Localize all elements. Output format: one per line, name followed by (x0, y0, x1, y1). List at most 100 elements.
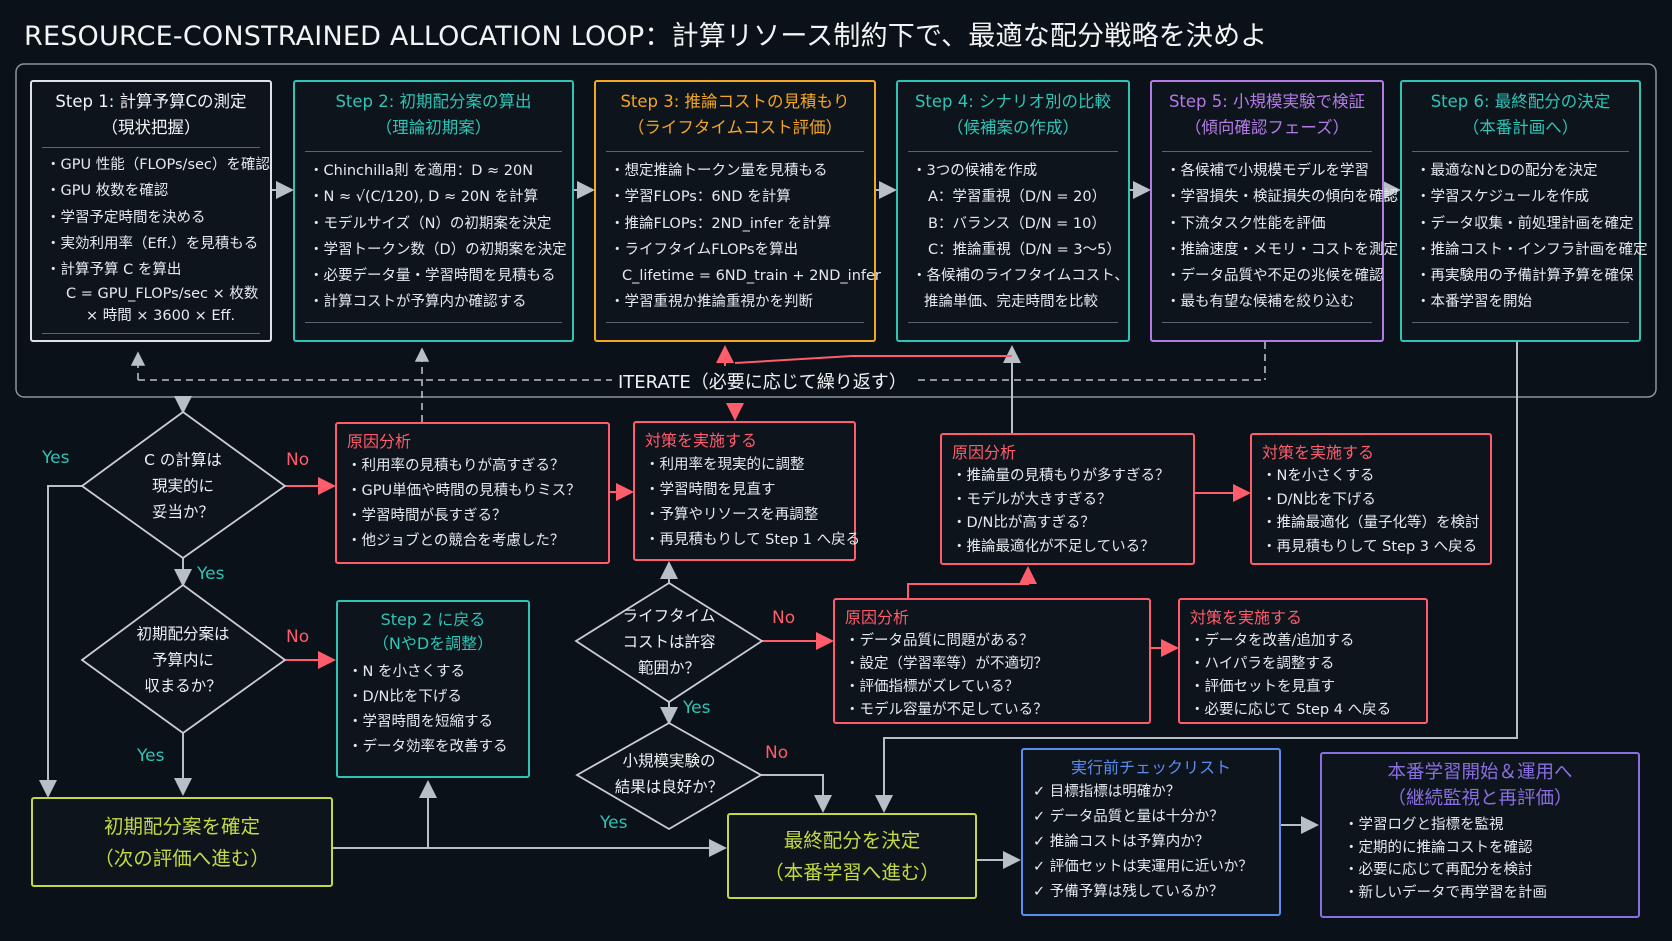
cause-item: ・D/N比が高すぎる？ (952, 515, 1095, 531)
step-2-box: Step 2: 初期配分案の算出 （理論初期案） ・Chinchilla則 を適… (293, 80, 574, 342)
step-1-title: Step 1: 計算予算Cの測定 (55, 92, 247, 111)
step-5-box: Step 5: 小規模実験で検証 （傾向確認フェーズ） ・各候補で小規模モデルを… (1150, 80, 1398, 342)
checklist-item: ✓ 推論コストは予算内か？ (1033, 834, 1210, 850)
step-6-subtitle: （本番計画へ） (1462, 118, 1579, 137)
cause-analysis-3: 原因分析 ・データ品質に問題がある？ ・設定（学習率等）が不適切？ ・評価指標が… (833, 598, 1151, 724)
checklist-item: ✓ 目標指標は明確か？ (1033, 784, 1181, 800)
cause-item: ・利用率の見積もりが高すぎる？ (347, 458, 565, 474)
cause-item: ・評価指標がズレている？ (845, 679, 1019, 695)
step-3-item: ・学習重視か推論重視かを判断 (610, 294, 813, 311)
action-2: 対策を実施する ・Nを小さくする ・D/N比を下げる ・推論最適化（量子化等）を… (1250, 433, 1492, 565)
step-3-title: Step 3: 推論コストの見積もり (620, 92, 850, 111)
step-6-item: ・学習スケジュールを作成 (1416, 189, 1589, 206)
no-label: No (286, 627, 310, 647)
action-item: ・再見積もりして Step 3 へ戻る (1262, 538, 1478, 555)
step-1-formula: C = GPU_FLOPs/sec × 枚数 (66, 286, 259, 303)
step-6-item: ・最適なNとDの配分を決定 (1416, 163, 1598, 179)
step-1-item: ・計算予算 C を算出 (46, 262, 182, 279)
yes-label: Yes (42, 448, 70, 468)
action-item: ・学習時間を見直す (645, 482, 776, 498)
step-1-formula: × 時間 × 3600 × Eff. (86, 308, 236, 325)
decision-line: ライフタイム (622, 607, 716, 625)
step-3-item: ・推論FLOPs：2ND_infer を計算 (610, 215, 832, 232)
action-item: ・必要に応じて Step 4 へ戻る (1190, 702, 1392, 718)
step-2-title: Step 2: 初期配分案の算出 (335, 92, 532, 111)
checklist-title: 実行前チェックリスト (1070, 758, 1231, 777)
step-4-item: A：学習重視（D/N = 20） (928, 189, 1107, 206)
step-4-item: 推論単価、完走時間を比較 (924, 294, 1098, 311)
action-item: ・利用率を現実的に調整 (645, 457, 805, 473)
step-1-box: Step 1: 計算予算Cの測定 （現状把握） ・GPU 性能（FLOPs/se… (30, 80, 272, 342)
step-2-item: ・Chinchilla則 を適用：D ≈ 20N (309, 163, 534, 179)
no-label: No (772, 608, 796, 628)
step-4-subtitle: （候補案の作成） (947, 118, 1079, 137)
step-5-item: ・データ品質や不足の兆候を確認 (1166, 268, 1384, 285)
decision-line: 結果は良好か？ (614, 778, 724, 796)
step-6-item: ・推論コスト・インフラ計画を確定 (1416, 241, 1648, 258)
step-4-box: Step 4: シナリオ別の比較 （候補案の作成） ・3つの候補を作成 A：学習… (896, 80, 1130, 342)
cause-item: ・GPU単価や時間の見積もりミス？ (347, 483, 581, 499)
production-item: ・定期的に推論コストを確認 (1344, 839, 1533, 856)
step-4-item: ・3つの候補を作成 (912, 163, 1038, 179)
step-3-item: ・想定推論トークン量を見積もる (610, 163, 828, 179)
step-5-item: ・最も有望な候補を絞り込む (1166, 294, 1355, 311)
action-1: 対策を実施する ・利用率を現実的に調整 ・学習時間を見直す ・予算やリソースを再… (633, 421, 860, 561)
decision-experiment-ok (575, 721, 763, 831)
final-line: （本番学習へ進む） (764, 861, 940, 884)
cause-analysis-1: 原因分析 ・利用率の見積もりが高すぎる？ ・GPU単価や時間の見積もりミス？ ・… (335, 422, 610, 564)
yes-label: Yes (137, 746, 165, 766)
step-3-item: ・ライフタイムFLOPsを算出 (610, 241, 799, 258)
step-6-title: Step 6: 最終配分の決定 (1430, 92, 1611, 111)
checklist-item: ✓ 評価セットは実運用に近いか？ (1033, 859, 1253, 875)
step-4-title: Step 4: シナリオ別の比較 (914, 92, 1112, 111)
back-item: ・学習時間を短縮する (348, 714, 493, 730)
checklist-item: ✓ データ品質と量は十分か？ (1033, 809, 1224, 825)
action-item: ・評価セットを見直す (1190, 679, 1335, 695)
step-1-item: ・学習予定時間を決める (46, 209, 206, 226)
step-1-item: ・実効利用率（Eff.）を見積もる (46, 235, 259, 252)
production-title: 本番学習開始＆運用へ (1387, 762, 1573, 783)
decision-c-valid-text: C の計算は 現実的に 妥当か？ (112, 447, 254, 525)
back-to-step-2: Step 2 に戻る （NやDを調整） ・N を小さくする ・D/N比を下げる … (336, 600, 530, 778)
cause-item: ・モデルが大きすぎる？ (952, 491, 1112, 508)
steps-container (15, 63, 1657, 398)
cause-item: ・他ジョブとの競合を考慮した？ (347, 533, 565, 549)
decision-line: C の計算は (144, 451, 222, 469)
step-2-item: ・N ≈ √(C/120), D ≈ 20N を計算 (309, 189, 539, 206)
decision-line: 予算内に (151, 651, 214, 669)
step-2-subtitle: （理論初期案） (375, 118, 492, 137)
pre-run-checklist: 実行前チェックリスト ✓ 目標指標は明確か？ ✓ データ品質と量は十分か？ ✓ … (1021, 748, 1281, 916)
decision-line: 範囲か？ (637, 659, 700, 677)
step-6-item: ・再実験用の予備計算予算を確保 (1416, 268, 1634, 285)
action-item: ・ハイパラを調整する (1190, 656, 1335, 672)
cause-item: ・学習時間が長すぎる？ (347, 508, 507, 524)
cause-item: ・推論量の見積もりが多すぎる？ (952, 468, 1170, 484)
action-item: ・予算やリソースを再調整 (645, 507, 819, 523)
yes-label: Yes (197, 564, 225, 584)
production-item: ・学習ログと指標を監視 (1344, 817, 1504, 833)
iterate-label: ITERATE（必要に応じて繰り返す） (612, 368, 913, 394)
yes-label: Yes (683, 698, 711, 718)
back-item: ・N を小さくする (348, 664, 465, 680)
step-5-subtitle: （傾向確認フェーズ） (1184, 118, 1350, 137)
decision-experiment-ok-text: 小規模実験の 結果は良好か？ (592, 748, 746, 800)
decision-lifetime-cost (574, 581, 764, 704)
step-4-item: B：バランス（D/N = 10） (928, 215, 1106, 232)
step-1-item: ・GPU 性能（FLOPs/sec）を確認 (46, 157, 270, 173)
confirm-line: （次の評価へ進む） (94, 847, 270, 870)
step-2-item: ・計算コストが予算内か確認する (309, 294, 527, 311)
production-item: ・新しいデータで再学習を計画 (1344, 884, 1547, 901)
cause-analysis-2-title: 原因分析 (952, 443, 1017, 462)
cause-item: ・推論最適化が不足している？ (952, 538, 1155, 555)
back-to-step-2-subtitle: （NやDを調整） (372, 634, 494, 653)
production-subtitle: （継続監視と再評価） (1387, 788, 1573, 809)
final-allocation: 最終配分を決定 （本番学習へ進む） (727, 813, 977, 899)
step-5-item: ・下流タスク性能を評価 (1166, 215, 1326, 232)
decision-within-budget-text: 初期配分案は 予算内に 収まるか？ (112, 621, 254, 699)
production-item: ・必要に応じて再配分を検討 (1344, 862, 1533, 878)
decision-line: 小規模実験の (622, 752, 716, 770)
cause-item: ・モデル容量が不足している？ (845, 702, 1048, 718)
step-5-item: ・学習損失・検証損失の傾向を確認 (1166, 189, 1398, 206)
page-title: RESOURCE-CONSTRAINED ALLOCATION LOOP：計算リ… (24, 21, 1268, 52)
action-2-title: 対策を実施する (1262, 443, 1375, 462)
